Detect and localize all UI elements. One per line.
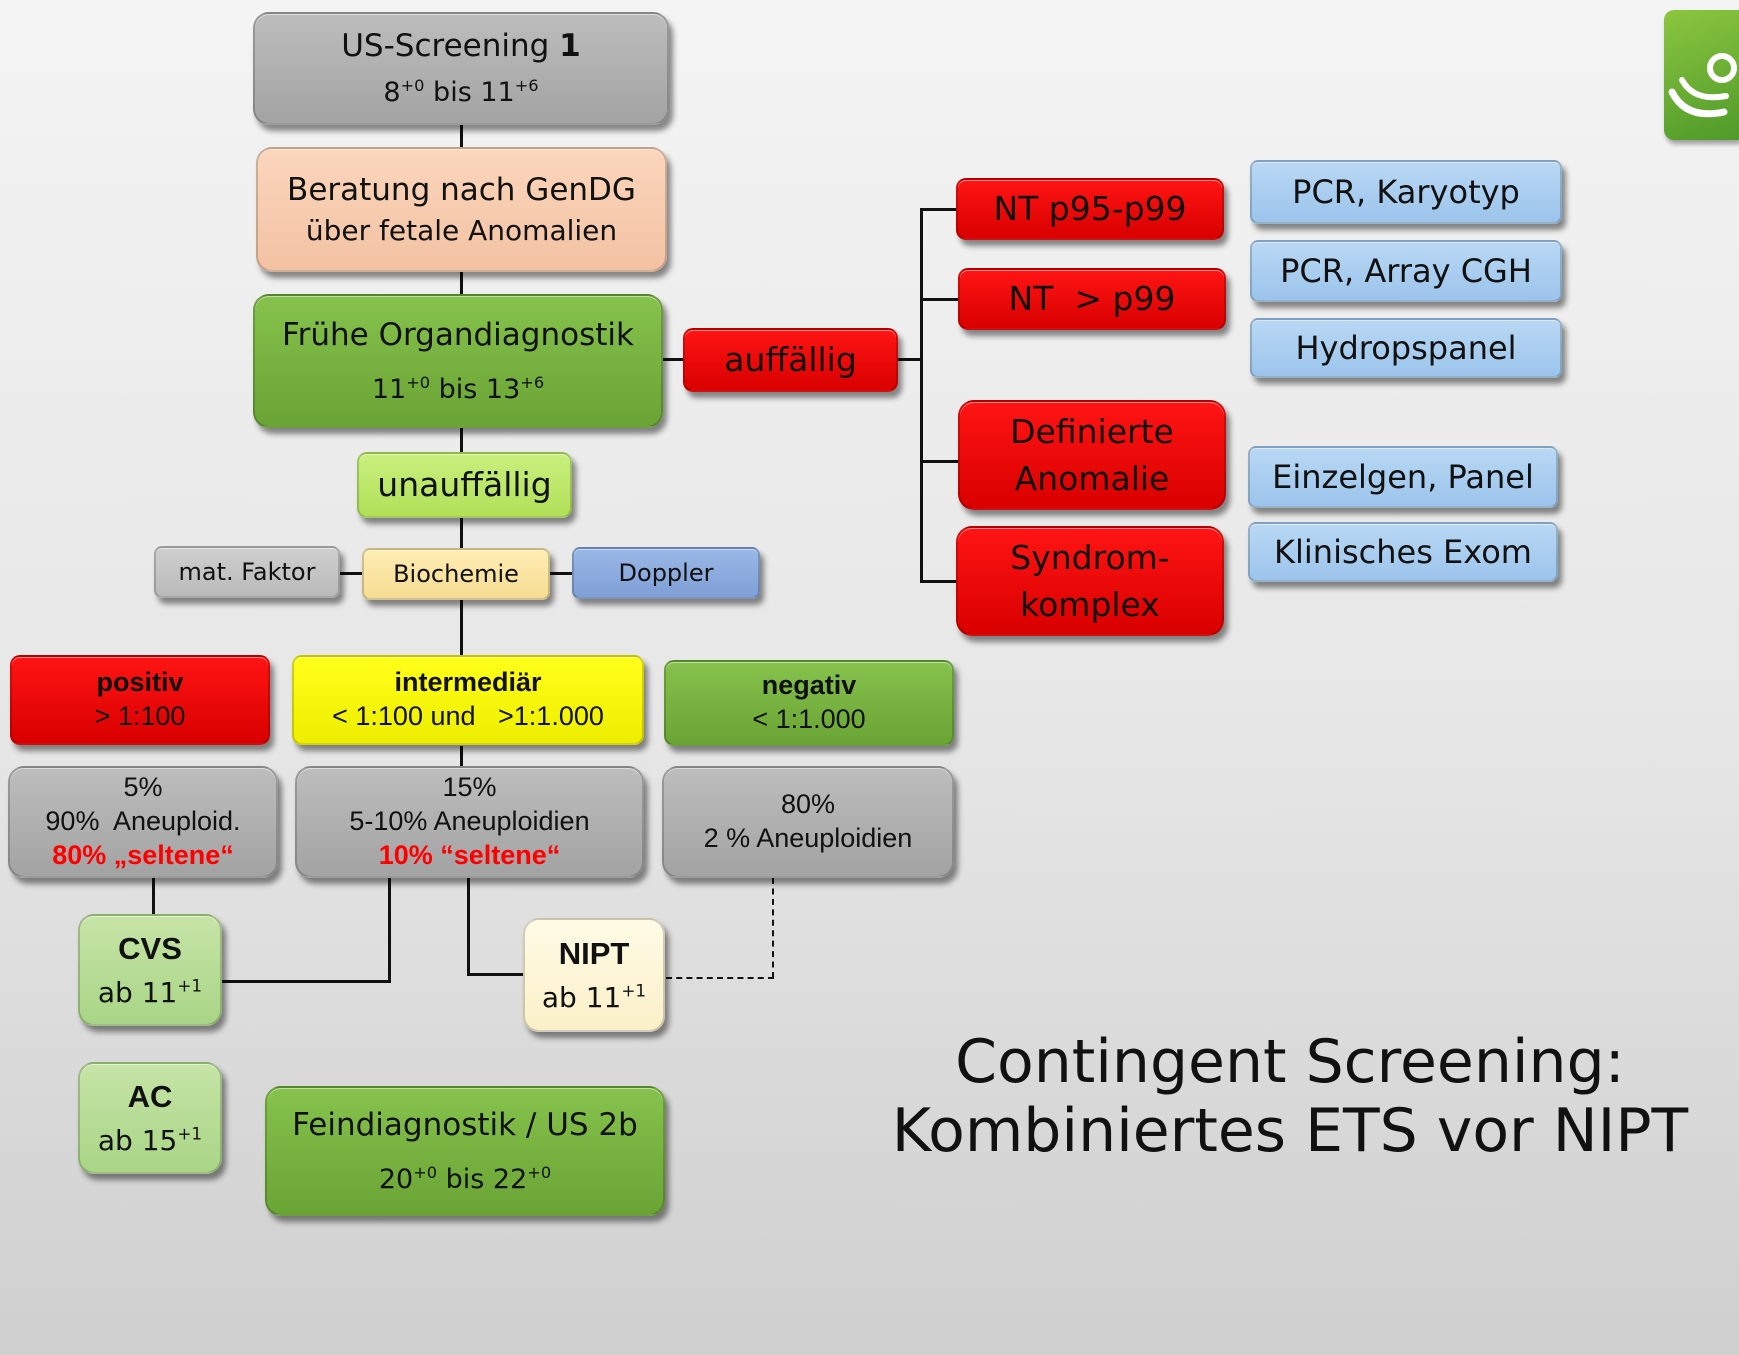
logo-icon	[1664, 10, 1739, 140]
unauffaellig-label: unauffällig	[377, 465, 552, 505]
negativ-value: < 1:1.000	[752, 704, 866, 734]
test-hydropspanel-box: Hydropspanel	[1250, 318, 1562, 378]
intermediaer-box: intermediär < 1:100 und >1:1.000	[292, 655, 644, 745]
doppler-label: Doppler	[618, 559, 714, 587]
connector-beratung-organ	[460, 272, 463, 294]
definierte-line1: Definierte	[1010, 411, 1174, 451]
us-screening-1-range: 8+0 bis 11+6	[383, 76, 539, 108]
test-pcr-karyotyp-box: PCR, Karyotyp	[1250, 160, 1562, 224]
definierte-anomalie-box: Definierte Anomalie	[958, 400, 1226, 510]
positiv-title: positiv	[96, 667, 184, 698]
cvs-title: CVS	[118, 931, 182, 967]
connector-organ-unauffaellig	[460, 428, 463, 452]
beratung-line1: Beratung nach GenDG	[287, 171, 636, 208]
nt-p95-p99-label: NT p95-p99	[993, 189, 1187, 229]
beratung-line2: über fetale Anomalien	[305, 214, 618, 248]
cvs-box: CVS ab 11+1	[78, 914, 222, 1026]
cvs-date: ab 11+1	[97, 975, 203, 1009]
branch-nt1	[920, 208, 956, 211]
connector-pos-cvs	[152, 878, 155, 914]
test-exom-box: Klinisches Exom	[1248, 522, 1558, 582]
intermediaer-stats-3: 10% “seltene“	[378, 839, 561, 870]
us-screening-1-box: US-Screening 1 8+0 bis 11+6	[253, 12, 669, 125]
negativ-stats-box: 80% 2 % Aneuploidien	[662, 766, 954, 878]
slide-title-line1: Contingent Screening:	[955, 1027, 1625, 1097]
nipt-date: ab 11+1	[541, 980, 647, 1014]
branch-nt2	[920, 298, 958, 301]
connector-results-stats	[460, 746, 463, 766]
branch-vertical	[920, 208, 923, 583]
biochemie-box: Biochemie	[362, 548, 550, 600]
connector-int-cvs-v	[388, 878, 391, 982]
positiv-box: positiv > 1:100	[10, 655, 270, 745]
positiv-stats-2: 90% Aneuploid.	[45, 806, 241, 837]
intermediaer-stats-1: 15%	[442, 772, 497, 803]
test-hydropspanel-label: Hydropspanel	[1295, 329, 1517, 367]
positiv-stats-box: 5% 90% Aneuploid. 80% „seltene“	[8, 766, 278, 878]
definierte-line2: Anomalie	[1014, 459, 1170, 498]
ac-box: AC ab 15+1	[78, 1062, 222, 1174]
connector-bio-results	[460, 600, 463, 655]
nipt-title: NIPT	[558, 936, 630, 972]
nipt-box: NIPT ab 11+1	[523, 918, 665, 1032]
unauffaellig-box: unauffällig	[357, 452, 572, 518]
auffaellig-label: auffällig	[724, 340, 857, 380]
connector-us1-beratung	[460, 125, 463, 147]
slide-title: Contingent Screening: Kombiniertes ETS v…	[860, 1028, 1720, 1166]
doppler-box: Doppler	[572, 547, 760, 599]
nt-p99-box: NT > p99	[958, 268, 1226, 330]
positiv-stats-3: 80% „seltene“	[52, 839, 234, 870]
logo-glyph-icon	[1668, 53, 1737, 118]
auffaellig-box: auffällig	[683, 328, 898, 392]
intermediaer-stats-2: 5-10% Aneuploidien	[349, 806, 590, 837]
mat-faktor-box: mat. Faktor	[154, 546, 340, 598]
intermediaer-title: intermediär	[394, 667, 542, 698]
syndromkomplex-box: Syndrom- komplex	[956, 526, 1224, 636]
connector-organ-auffaellig	[662, 358, 684, 361]
organ-title: Frühe Organdiagnostik	[282, 316, 634, 353]
test-exom-label: Klinisches Exom	[1274, 533, 1532, 571]
test-einzelgen-box: Einzelgen, Panel	[1248, 446, 1558, 508]
beratung-box: Beratung nach GenDG über fetale Anomalie…	[256, 147, 667, 272]
connector-int-cvs-h	[222, 980, 391, 983]
connector-bio-doppler	[550, 572, 572, 575]
syndrom-line2: komplex	[1020, 585, 1160, 624]
feindiagnostik-box: Feindiagnostik / US 2b 20+0 bis 22+0	[265, 1086, 665, 1216]
nt-p95-p99-box: NT p95-p99	[956, 178, 1224, 240]
organ-range: 11+0 bis 13+6	[371, 372, 545, 405]
nt-p99-label: NT > p99	[1008, 279, 1176, 319]
test-einzelgen-label: Einzelgen, Panel	[1272, 458, 1534, 496]
test-pcr-array-box: PCR, Array CGH	[1250, 240, 1562, 302]
ac-date: ab 15+1	[97, 1123, 203, 1157]
negativ-title: negativ	[761, 670, 857, 701]
intermediaer-stats-box: 15% 5-10% Aneuploidien 10% “seltene“	[295, 766, 644, 878]
feindiagnostik-range: 20+0 bis 22+0	[378, 1162, 552, 1195]
branch-def	[920, 460, 958, 463]
negativ-stats-1: 80%	[780, 789, 836, 820]
feindiagnostik-title: Feindiagnostik / US 2b	[292, 1106, 638, 1143]
connector-int-nipt-h	[467, 973, 523, 976]
us-screening-1-title: US-Screening 1	[341, 28, 581, 65]
syndrom-line1: Syndrom-	[1010, 537, 1170, 577]
connector-mat-bio	[340, 572, 362, 575]
positiv-stats-1: 5%	[123, 772, 163, 803]
slide-title-line2: Kombiniertes ETS vor NIPT	[891, 1096, 1689, 1166]
test-pcr-array-label: PCR, Array CGH	[1280, 252, 1532, 290]
biochemie-label: Biochemie	[393, 560, 519, 588]
test-pcr-karyotyp-label: PCR, Karyotyp	[1292, 173, 1520, 211]
ac-title: AC	[127, 1079, 173, 1115]
negativ-box: negativ < 1:1.000	[664, 660, 954, 746]
connector-unauffaellig-bio	[460, 518, 463, 548]
positiv-value: > 1:100	[94, 701, 186, 731]
connector-int-nipt-v	[467, 878, 470, 976]
fruehe-organdiagnostik-box: Frühe Organdiagnostik 11+0 bis 13+6	[253, 294, 663, 428]
connector-neg-nipt-v	[772, 878, 774, 978]
intermediaer-value: < 1:100 und >1:1.000	[332, 701, 604, 731]
branch-syn	[920, 580, 956, 583]
connector-auffaellig-branch	[898, 358, 922, 361]
mat-faktor-label: mat. Faktor	[178, 558, 316, 586]
negativ-stats-2: 2 % Aneuploidien	[703, 823, 913, 853]
connector-neg-nipt-h	[666, 977, 774, 979]
